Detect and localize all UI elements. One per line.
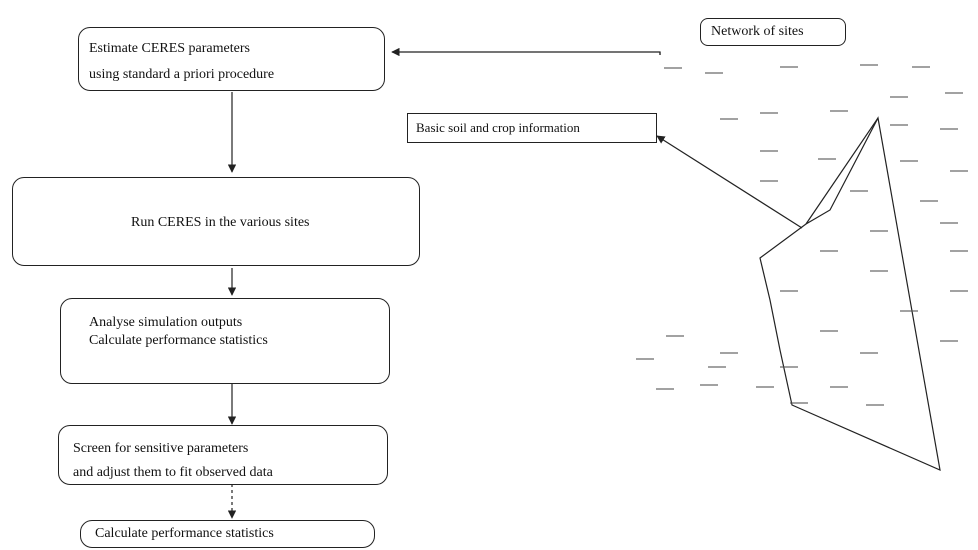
site-mark [820,330,838,332]
site-mark [830,386,848,388]
site-mark [760,180,778,182]
site-mark [818,158,836,160]
site-mark [705,72,723,74]
step-estimate-parameters: Estimate CERES parameters using standard… [78,27,385,91]
site-mark [790,402,808,404]
site-mark [708,366,726,368]
arrow-sites-to-info [656,135,803,229]
site-mark [950,170,968,172]
site-mark [780,290,798,292]
site-mark [720,352,738,354]
step-run-ceres-line1: Run CERES in the various sites [131,215,310,230]
sites-region-polygon [759,116,941,472]
step-analyse-outputs-line2: Calculate performance statistics [89,333,268,348]
site-mark [760,150,778,152]
step-screen-parameters-line2: and adjust them to fit observed data [73,465,273,480]
site-mark [830,110,848,112]
site-mark [900,310,918,312]
step-analyse-outputs-line1: Analyse simulation outputs [89,315,243,330]
site-mark [666,335,684,337]
site-mark [950,290,968,292]
site-mark [860,64,878,66]
site-mark [890,96,908,98]
site-mark [870,270,888,272]
site-mark [940,128,958,130]
step-estimate-parameters-line1: Estimate CERES parameters [89,41,250,56]
site-mark [890,124,908,126]
site-mark [950,250,968,252]
site-mark [870,230,888,232]
step-estimate-parameters-line2: using standard a priori procedure [89,67,275,82]
site-mark [756,386,774,388]
site-mark [780,66,798,68]
site-mark [920,200,938,202]
network-label-box: Network of sites [700,18,846,46]
step-calculate-statistics: Calculate performance statistics [80,520,375,548]
site-mark [664,67,682,69]
step-screen-parameters: Screen for sensitive parameters and adju… [58,425,388,485]
site-mark [900,160,918,162]
step-run-ceres: Run CERES in the various sites [12,177,420,266]
site-mark [945,92,963,94]
step-analyse-outputs: Analyse simulation outputs Calculate per… [60,298,390,384]
site-mark [850,190,868,192]
site-mark [866,404,884,406]
site-mark [700,384,718,386]
site-mark [940,222,958,224]
info-box: Basic soil and crop information [407,113,657,143]
step-calculate-statistics-line1: Calculate performance statistics [95,526,274,541]
site-mark [720,118,738,120]
site-mark [760,112,778,114]
site-mark [820,250,838,252]
site-mark [912,66,930,68]
arrow-info-to-step1 [391,47,661,57]
network-label: Network of sites [711,24,804,39]
site-mark [656,388,674,390]
info-box-label: Basic soil and crop information [416,120,580,135]
site-mark [940,340,958,342]
site-mark [860,352,878,354]
site-mark [636,358,654,360]
step-screen-parameters-line1: Screen for sensitive parameters [73,441,249,456]
site-mark [780,366,798,368]
